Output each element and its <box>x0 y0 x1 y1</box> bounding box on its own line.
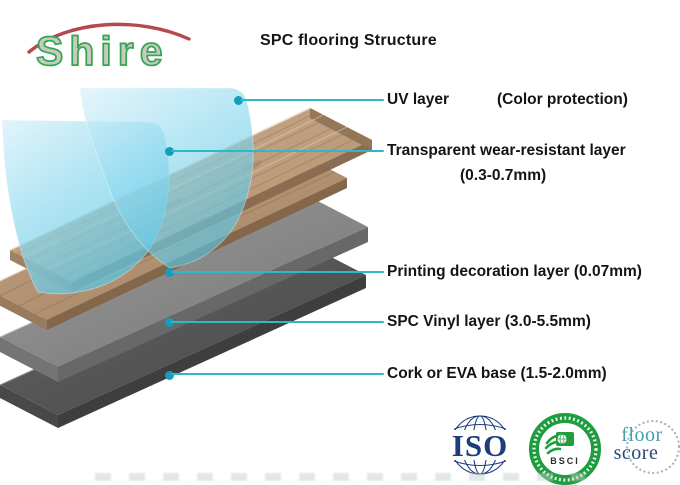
page-title: SPC flooring Structure <box>260 32 437 49</box>
floorscore-dotted-ring <box>625 419 680 475</box>
connector-line-uv <box>240 98 384 102</box>
label-spc-layer: SPC Vinyl layer (3.0-5.5mm) <box>387 313 591 330</box>
floorscore-text-score: score <box>614 442 659 464</box>
shire-logo: Shire <box>27 22 191 72</box>
connector-line-print <box>171 270 384 274</box>
connector-line-wear <box>171 149 384 153</box>
connector-line-cork <box>171 372 384 376</box>
connector-dot-uv <box>233 95 243 105</box>
iso-badge: ISO <box>445 415 515 475</box>
label-cork-layer: Cork or EVA base (1.5-2.0mm) <box>387 365 607 382</box>
label-uv-note: (Color protection) <box>497 91 628 108</box>
uv-layer-lens-shape <box>79 87 254 269</box>
watermark-strip <box>95 473 585 481</box>
bsci-ring <box>529 413 601 485</box>
bsci-hand-package-icon <box>544 432 574 455</box>
bsci-ring-text-dots <box>532 416 598 482</box>
label-wear-note: (0.3-0.7mm) <box>460 167 547 184</box>
floorscore-text-floor: floor <box>621 424 662 446</box>
label-print-layer: Printing decoration layer (0.07mm) <box>387 263 642 280</box>
bsci-text: BSCI <box>550 456 580 466</box>
label-wear-layer: Transparent wear-resistant layer <box>387 142 626 159</box>
floorscore-badge: floor score <box>614 419 680 475</box>
logo-arc-icon <box>27 22 191 54</box>
iso-text-backing <box>445 430 515 460</box>
iso-text: ISO <box>452 428 508 463</box>
connector-dot-print <box>164 267 174 277</box>
label-uv-layer: UV layer <box>387 91 450 108</box>
connector-dot-wear <box>164 146 174 156</box>
bsci-badge: BSCI <box>529 413 601 485</box>
connector-dot-spc <box>164 317 174 327</box>
connector-dot-cork <box>164 370 174 380</box>
logo-text: Shire <box>36 28 169 72</box>
connector-line-spc <box>171 320 384 324</box>
